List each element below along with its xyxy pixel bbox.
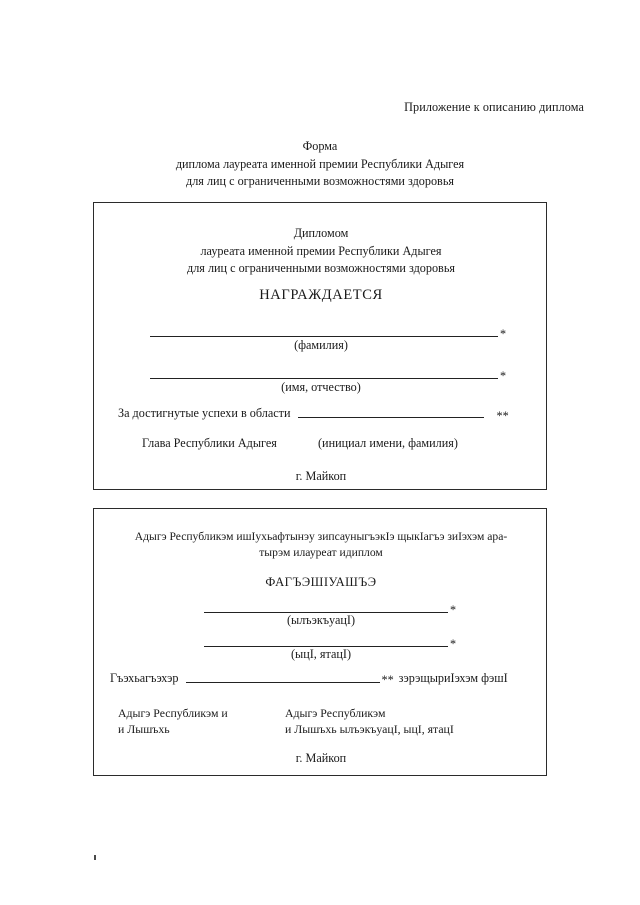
achievement-rule <box>298 416 485 418</box>
diploma-ady-intro-line-2: тырэм илауреат идиплом <box>259 546 383 559</box>
diploma-ru-name-caption: (имя, отчество) <box>281 380 361 394</box>
name-rule <box>150 377 498 379</box>
surname-footnote-marker: * <box>450 603 457 617</box>
diploma-ady-signatory-right: Адыгэ Республикэм и Лышъхь ылъэкъуацӀ, ы… <box>285 705 454 737</box>
surname-rule <box>150 335 498 337</box>
diploma-ru-surname-field[interactable]: * <box>150 327 507 341</box>
surname-footnote-marker: * <box>500 327 507 341</box>
diploma-ady-city: г. Майкоп <box>295 751 347 765</box>
diploma-ru-achievement-label: За достигнутые успехи в области <box>118 406 291 420</box>
diploma-ady-signatory-left-line-1: Адыгэ Республикэм и <box>118 706 228 720</box>
diploma-ady-award-word: ФАГЪЭШӀУАШЪЭ <box>265 575 377 589</box>
diploma-ady-achievement-row[interactable]: Гъэхьагъэхэр ** зэрэщыриӀэхэм фэшӀ <box>110 671 508 686</box>
diploma-ady-signatory-left: Адыгэ Республикэм и и Лышъхь <box>118 705 228 737</box>
diploma-ru-name-field[interactable]: * <box>150 369 507 383</box>
diploma-ady-surname-field[interactable]: * <box>204 603 457 617</box>
scan-artifact-mark <box>94 855 96 860</box>
name-footnote-marker: * <box>450 637 457 651</box>
achievement-rule <box>186 681 381 683</box>
diploma-ady-intro: Адыгэ Республикэм ишӀухьафтынэу зипсауны… <box>110 529 532 561</box>
diploma-ru-intro-line-1: Дипломом <box>293 226 349 240</box>
diploma-ru-intro-line-2: лауреата именной премии Республики Адыге… <box>200 243 442 258</box>
diploma-form-russian: Дипломом лауреата именной премии Республ… <box>93 202 547 490</box>
diploma-ady-intro-line-1: Адыгэ Республикэм ишӀухьафтынэу зипсауны… <box>134 530 508 543</box>
diploma-ady-surname-caption: (ылъэкъуацӀ) <box>286 613 356 627</box>
diploma-ady-signatory-right-line-1: Адыгэ Республикэм <box>285 706 386 720</box>
diploma-ru-city: г. Майкоп <box>295 469 347 483</box>
diploma-ady-name-field[interactable]: * <box>204 637 457 651</box>
diploma-ru-signatory-title: Глава Республики Адыгея <box>142 436 277 450</box>
form-title-line-2: диплома лауреата именной премии Республи… <box>175 156 465 171</box>
diploma-ady-achievement-tail: зэрэщыриӀэхэм фэшӀ <box>398 671 508 685</box>
diploma-ru-achievement-row[interactable]: За достигнутые успехи в области ** <box>118 406 548 423</box>
diploma-ady-signatory-right-line-2: и Лышъхь ылъэкъуацӀ, ыцӀ, ятацӀ <box>285 722 454 736</box>
diploma-ady-achievement-label: Гъэхьагъэхэр <box>110 671 179 685</box>
diploma-ady-signatory-left-line-2: и Лышъхь <box>118 722 170 736</box>
form-title: Форма диплома лауреата именной премии Ре… <box>0 138 640 191</box>
form-title-line-1: Форма <box>302 139 338 153</box>
achievement-footnote-marker: ** <box>496 409 509 423</box>
diploma-ru-signatory-name-caption: (инициал имени, фамилия) <box>318 436 458 450</box>
surname-rule <box>204 611 448 613</box>
appendix-note: Приложение к описанию диплома <box>404 100 584 114</box>
name-rule <box>204 645 448 647</box>
diploma-form-adyghe: Адыгэ Республикэм ишӀухьафтынэу зипсауны… <box>93 508 547 776</box>
form-title-line-3: для лиц с ограниченными возможностями зд… <box>186 174 454 188</box>
diploma-ru-intro-line-3: для лиц с ограниченными возможностями зд… <box>187 261 455 275</box>
name-footnote-marker: * <box>500 369 507 383</box>
diploma-ru-award-word: НАГРАЖДАЕТСЯ <box>259 287 383 303</box>
diploma-ru-surname-caption: (фамилия) <box>294 338 348 352</box>
diploma-ru-intro: Дипломом лауреата именной премии Республ… <box>94 225 548 278</box>
achievement-footnote-marker: ** <box>381 673 394 687</box>
diploma-ady-name-caption: (ыцӀ, ятацӀ) <box>290 647 352 661</box>
